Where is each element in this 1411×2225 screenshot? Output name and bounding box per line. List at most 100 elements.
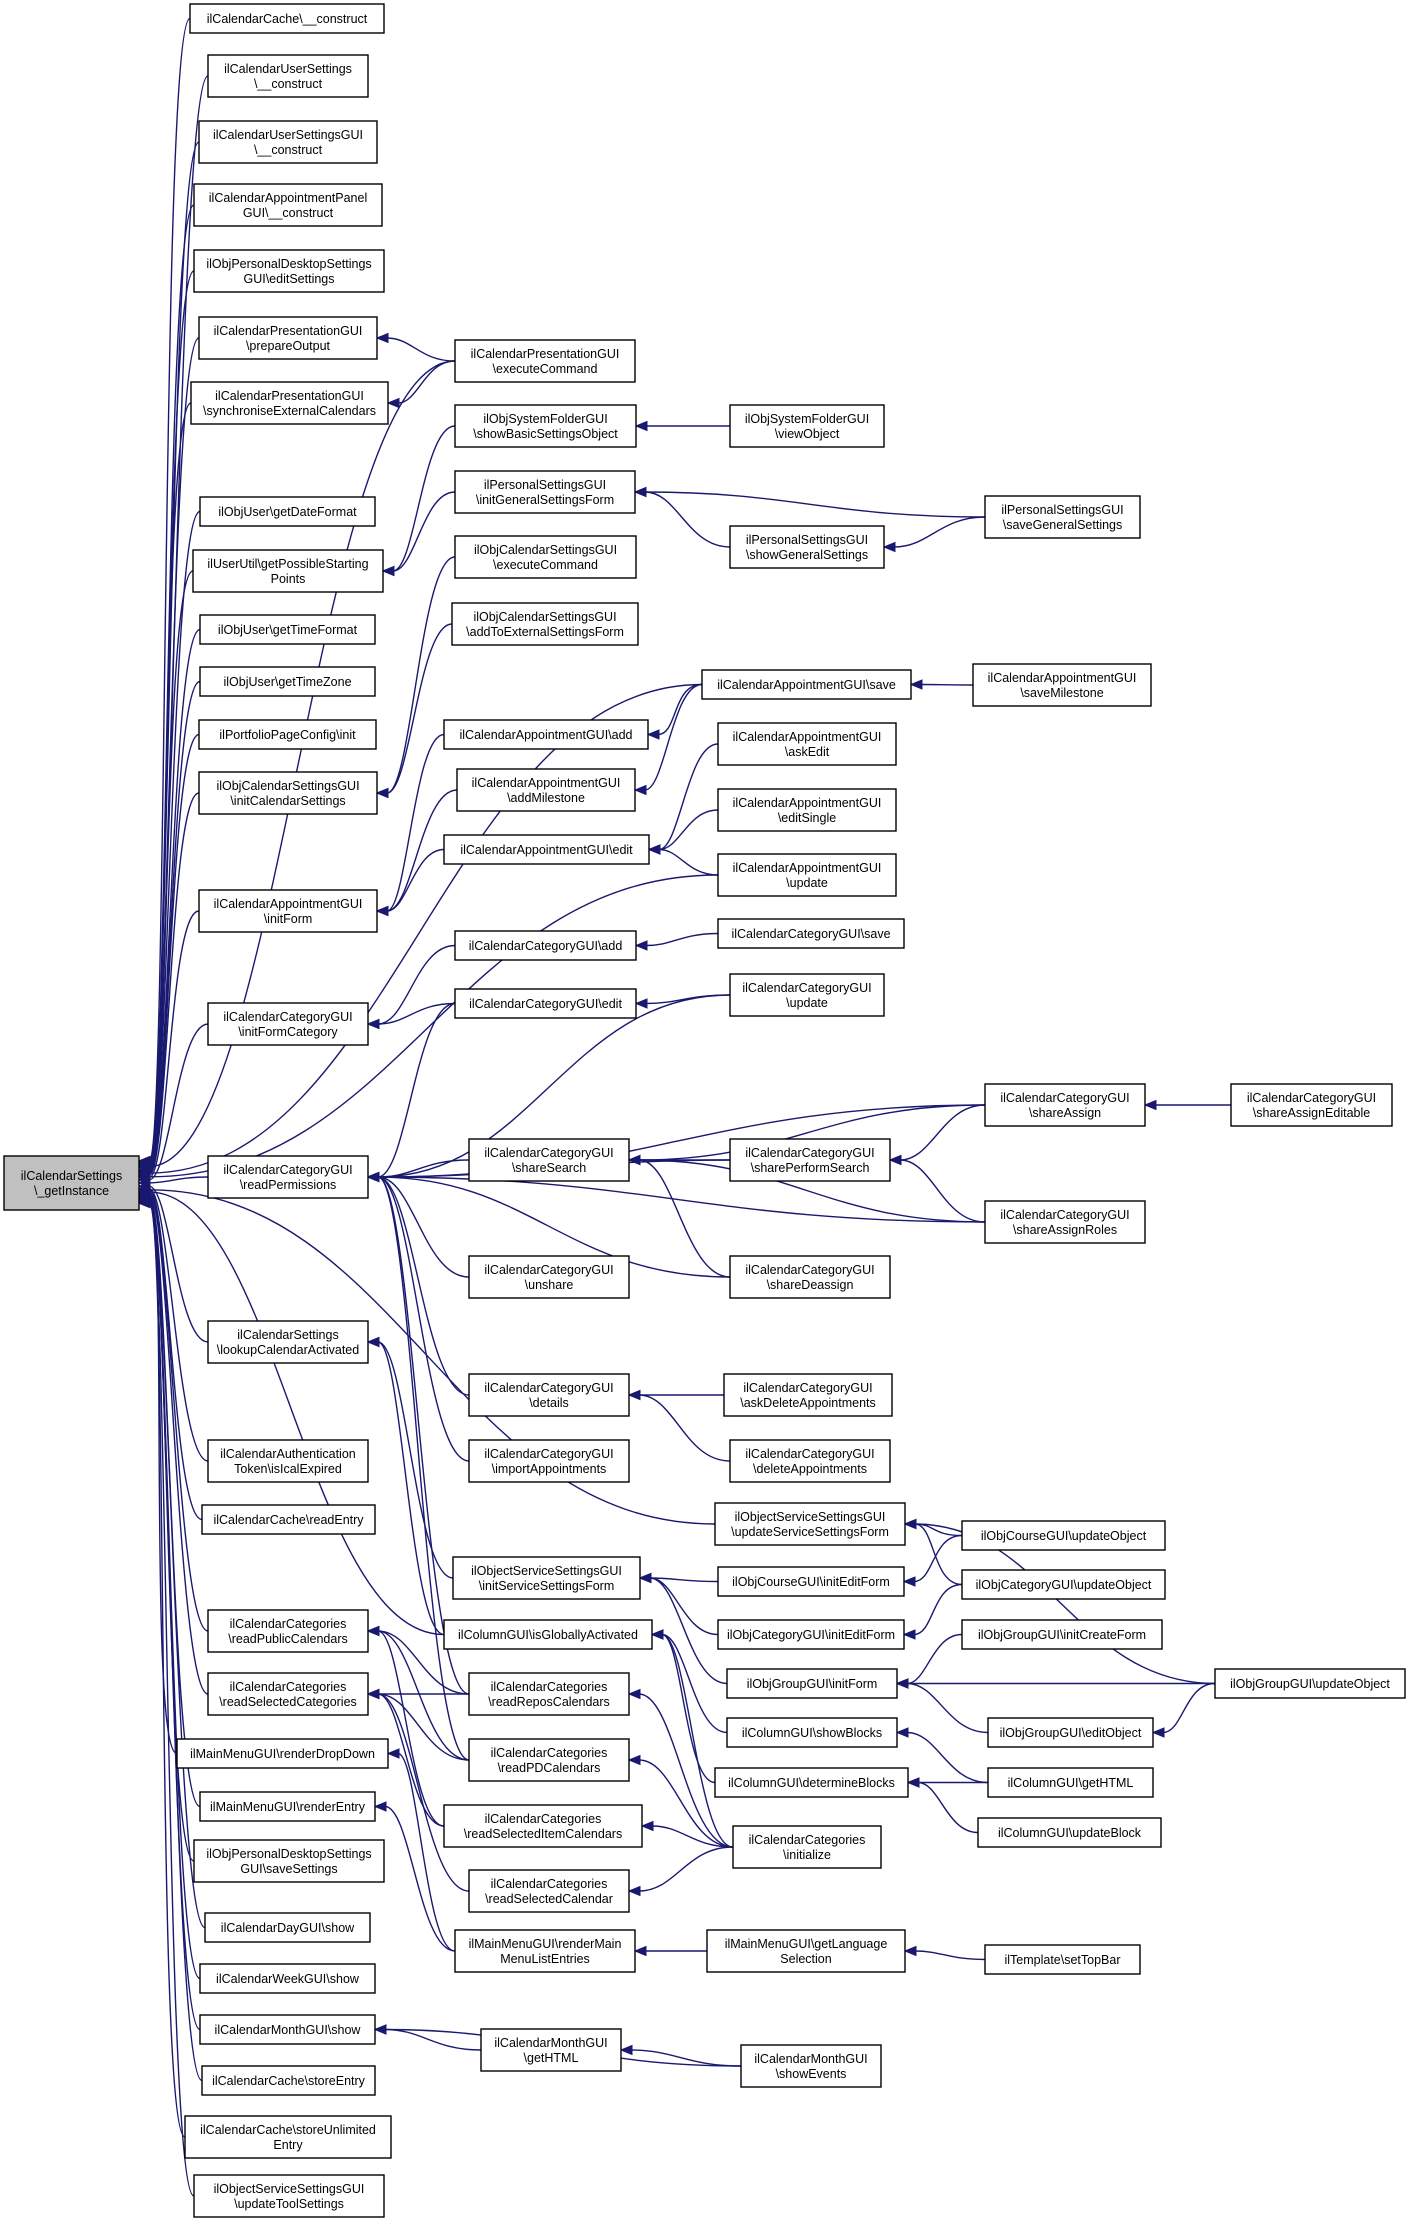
node-personal-showgen[interactable]: ilPersonalSettingsGUI\showGeneralSetting… [729,525,885,569]
node-calsettings-addext[interactable]: ilObjCalendarSettingsGUI\addToExternalSe… [451,602,639,646]
node-course-update[interactable]: ilObjCourseGUI\updateObject [961,1520,1166,1551]
node-cat-importapp[interactable]: ilCalendarCategoryGUI\importAppointments [468,1439,630,1483]
node-column-updateblock[interactable]: ilColumnGUI\updateBlock [977,1817,1162,1848]
node-cache-storeentry[interactable]: ilCalendarCache\storeEntry [201,2065,376,2096]
node-authtoken-isical[interactable]: ilCalendarAuthenticationToken\isIcalExpi… [207,1439,369,1483]
node-box [717,1566,905,1597]
node-week-show[interactable]: ilCalendarWeekGUI\show [199,1963,376,1994]
node-month-show[interactable]: ilCalendarMonthGUI\show [199,2014,376,2045]
edge-app-editsingle-to-app-edit [658,809,719,851]
node-group-initform[interactable]: ilObjGroupGUI\initForm [726,1668,898,1699]
node-label: ilMainMenuGUI\renderEntry [210,1800,366,1814]
node-cat-shareassignroles[interactable]: ilCalendarCategoryGUI\shareAssignRoles [984,1200,1146,1244]
node-box [193,249,385,293]
node-app-update[interactable]: ilCalendarAppointmentGUI\update [717,853,897,897]
node-apppanel-construct[interactable]: ilCalendarAppointmentPanelGUI\__construc… [193,183,383,227]
node-sysfolder-showbasic[interactable]: ilObjSystemFolderGUI\showBasicSettingsOb… [454,404,637,448]
node-cat-details[interactable]: ilCalendarCategoryGUI\details [468,1373,630,1417]
node-cat-askdelete[interactable]: ilCalendarCategoryGUI\askDeleteAppointme… [723,1373,893,1417]
node-course-initedit[interactable]: ilObjCourseGUI\initEditForm [717,1566,905,1597]
node-cat-initformcat[interactable]: ilCalendarCategoryGUI\initFormCategory [207,1002,369,1046]
node-month-gethtml[interactable]: ilCalendarMonthGUI\getHTML [480,2028,622,2072]
node-box [714,1767,909,1798]
node-label: ilCalendarAppointmentGUI\save [717,678,896,692]
node-group-initcreate[interactable]: ilObjGroupGUI\initCreateForm [961,1619,1163,1650]
node-template-topbar[interactable]: ilTemplate\setTopBar [984,1944,1141,1975]
root-node[interactable]: ilCalendarSettings\_getInstance [3,1155,140,1211]
node-categories-readselcal[interactable]: ilCalendarCategories\readSelectedCalenda… [468,1869,630,1913]
node-cache-readentry[interactable]: ilCalendarCache\readEntry [201,1504,376,1535]
node-oss-updateform[interactable]: ilObjectServiceSettingsGUI\updateService… [714,1502,906,1546]
node-category-update[interactable]: ilObjCategoryGUI\updateObject [961,1569,1166,1600]
node-cat-unshare[interactable]: ilCalendarCategoryGUI\unshare [468,1255,630,1299]
node-portfolio-init[interactable]: ilPortfolioPageConfig\init [198,719,377,750]
node-app-edit[interactable]: ilCalendarAppointmentGUI\edit [443,834,650,865]
node-label: ilCalendarCategories [749,1833,866,1847]
node-mainmenu-dropdown[interactable]: ilMainMenuGUI\renderDropDown [176,1738,389,1769]
node-user-timezone[interactable]: ilObjUser\getTimeZone [199,666,376,697]
node-app-initform[interactable]: ilCalendarAppointmentGUI\initForm [198,889,378,933]
node-app-add[interactable]: ilCalendarAppointmentGUI\add [443,719,649,750]
node-cat-readperm[interactable]: ilCalendarCategoryGUI\readPermissions [207,1155,369,1199]
node-app-savemilestone[interactable]: ilCalendarAppointmentGUI\saveMilestone [972,663,1152,707]
node-sysfolder-view[interactable]: ilObjSystemFolderGUI\viewObject [729,404,885,448]
node-cat-save[interactable]: ilCalendarCategoryGUI\save [717,918,905,949]
node-cat-add[interactable]: ilCalendarCategoryGUI\add [454,930,637,961]
node-group-edit[interactable]: ilObjGroupGUI\editObject [987,1717,1154,1748]
node-pres-exec[interactable]: ilCalendarPresentationGUI\executeCommand [454,339,636,383]
node-categories-readpublic[interactable]: ilCalendarCategories\readPublicCalendars [207,1609,369,1653]
node-label: \details [529,1396,569,1410]
node-column-isglobal[interactable]: ilColumnGUI\isGloballyActivated [443,1619,653,1650]
node-pdsettings-edit[interactable]: ilObjPersonalDesktopSettingsGUI\editSett… [193,249,385,293]
node-personal-initgen[interactable]: ilPersonalSettingsGUI\initGeneralSetting… [454,470,636,514]
node-box [193,183,383,227]
node-pdsettings-save[interactable]: ilObjPersonalDesktopSettingsGUI\saveSett… [193,1839,385,1883]
node-usersettings-construct[interactable]: ilCalendarUserSettings\__construct [207,54,369,98]
node-app-editsingle[interactable]: ilCalendarAppointmentGUI\editSingle [717,788,897,832]
node-calsettings-initcal[interactable]: ilObjCalendarSettingsGUI\initCalendarSet… [198,771,378,815]
node-pres-sync[interactable]: ilCalendarPresentationGUI\synchroniseExt… [190,381,389,425]
node-categories-readrepos[interactable]: ilCalendarCategories\readReposCalendars [468,1672,630,1716]
node-calsettings-exec[interactable]: ilObjCalendarSettingsGUI\executeCommand [454,535,637,579]
node-usersettingsgui-construct[interactable]: ilCalendarUserSettingsGUI\__construct [198,120,378,164]
node-oss-initform[interactable]: ilObjectServiceSettingsGUI\initServiceSe… [452,1556,641,1600]
node-cat-shareassigneditable[interactable]: ilCalendarCategoryGUI\shareAssignEditabl… [1230,1083,1393,1127]
node-cat-edit[interactable]: ilCalendarCategoryGUI\edit [454,988,637,1019]
node-column-showblocks[interactable]: ilColumnGUI\showBlocks [726,1717,898,1748]
node-label: ilObjCategoryGUI\updateObject [976,1578,1152,1592]
node-column-gethtml[interactable]: ilColumnGUI\getHTML [987,1767,1154,1798]
node-category-initedit[interactable]: ilObjCategoryGUI\initEditForm [717,1619,905,1650]
node-cat-shareperformsearch[interactable]: ilCalendarCategoryGUI\sharePerformSearch [729,1138,891,1182]
node-oss-updatetool[interactable]: ilObjectServiceSettingsGUI\updateToolSet… [193,2174,385,2218]
node-app-addmilestone[interactable]: ilCalendarAppointmentGUI\addMilestone [456,768,636,812]
node-categories-initialize[interactable]: ilCalendarCategories\initialize [732,1825,882,1869]
node-month-showevents[interactable]: ilCalendarMonthGUI\showEvents [740,2044,882,2088]
node-group-update[interactable]: ilObjGroupGUI\updateObject [1214,1668,1406,1699]
node-label: ilPersonalSettingsGUI [746,533,868,547]
node-user-timeformat[interactable]: ilObjUser\getTimeFormat [199,614,376,645]
node-settings-lookup[interactable]: ilCalendarSettings\lookupCalendarActivat… [207,1320,369,1364]
node-column-determine[interactable]: ilColumnGUI\determineBlocks [714,1767,909,1798]
node-app-askedit[interactable]: ilCalendarAppointmentGUI\askEdit [717,722,897,766]
node-cat-deleteapp[interactable]: ilCalendarCategoryGUI\deleteAppointments [729,1439,891,1483]
node-day-show[interactable]: ilCalendarDayGUI\show [204,1912,371,1943]
node-personal-savegen[interactable]: ilPersonalSettingsGUI\saveGeneralSetting… [984,495,1141,539]
node-cache-construct[interactable]: ilCalendarCache\__construct [189,3,385,34]
node-box [207,1320,369,1364]
node-app-save[interactable]: ilCalendarAppointmentGUI\save [701,669,912,700]
node-cat-shareassign[interactable]: ilCalendarCategoryGUI\shareAssign [984,1083,1146,1127]
node-cat-sharedeassign[interactable]: ilCalendarCategoryGUI\shareDeassign [729,1255,891,1299]
node-categories-readpd[interactable]: ilCalendarCategories\readPDCalendars [468,1738,630,1782]
node-pres-prepare[interactable]: ilCalendarPresentationGUI\prepareOutput [198,316,378,360]
node-cat-sharesearch[interactable]: ilCalendarCategoryGUI\shareSearch [468,1138,630,1182]
edge-app-save-to-app-add [657,683,703,736]
node-cat-update[interactable]: ilCalendarCategoryGUI\update [729,973,885,1017]
node-categories-readselected[interactable]: ilCalendarCategories\readSelectedCategor… [207,1672,369,1716]
node-user-dateformat[interactable]: ilObjUser\getDateFormat [199,496,376,527]
node-mainmenu-renderentry[interactable]: ilMainMenuGUI\renderEntry [199,1791,376,1822]
node-categories-readselitem[interactable]: ilCalendarCategories\readSelectedItemCal… [443,1804,643,1848]
